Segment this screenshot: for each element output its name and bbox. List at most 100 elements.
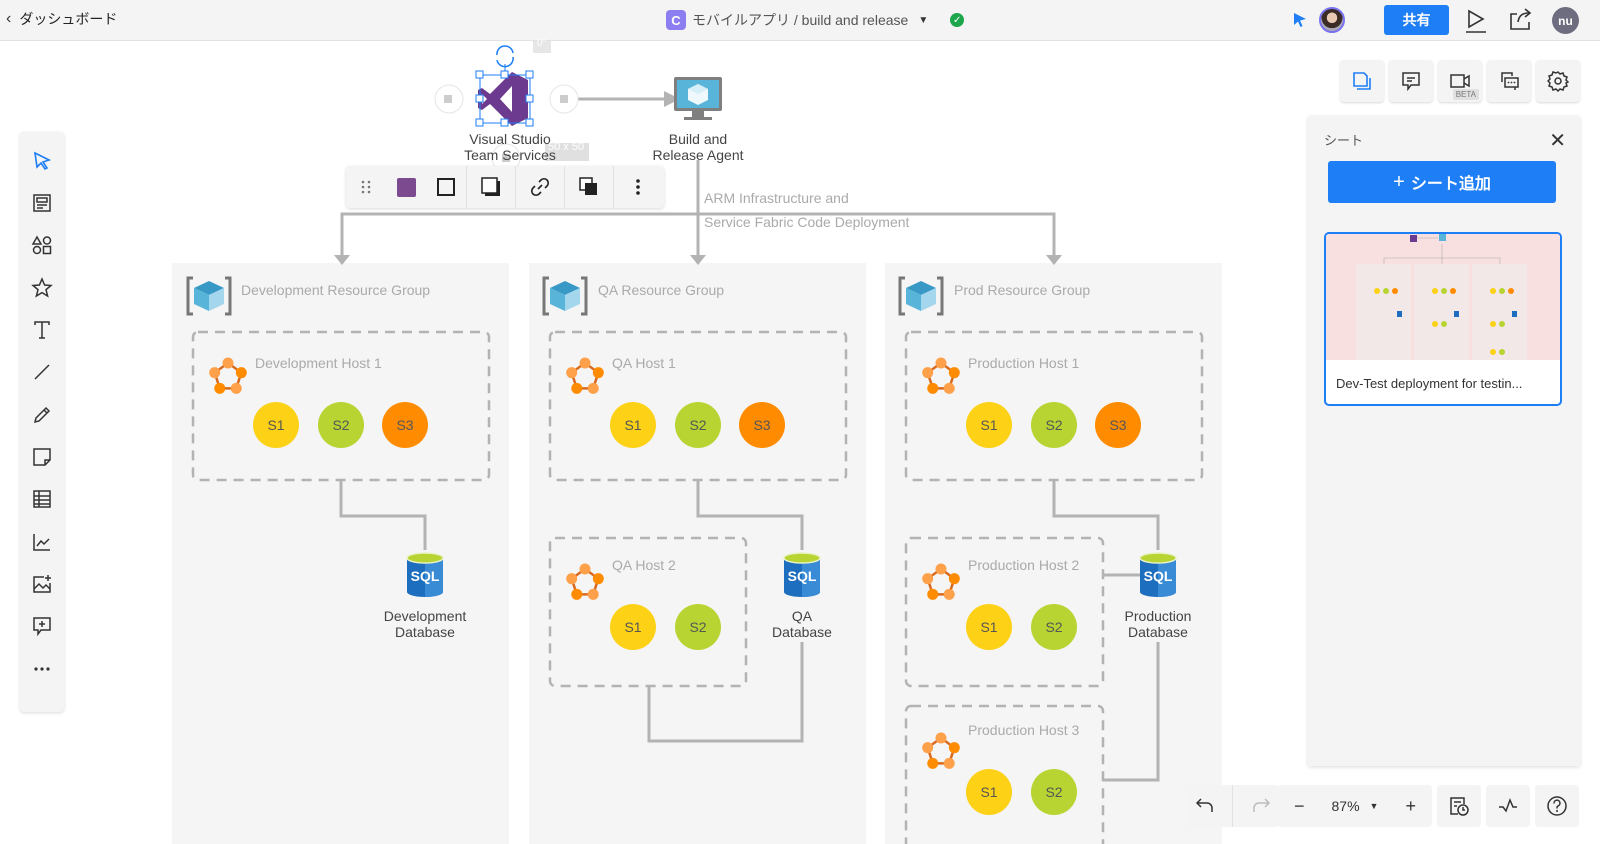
toolbar-divider [466,166,467,208]
arrange-icon [579,177,597,195]
image-add-icon [33,575,51,593]
rotation-label: 0° [537,38,547,49]
service-node[interactable]: S1 [253,402,299,448]
chart-icon [33,534,50,551]
zoom-in-button[interactable]: + [1405,795,1416,816]
size-label: 50 x 50 [548,141,585,153]
top-bar: ‹ ダッシュボード C モバイルアプリ / build and release … [0,0,1600,41]
arrange-button[interactable] [565,166,613,208]
add-sheet-button[interactable]: + シート追加 [1328,161,1556,203]
select-tool[interactable] [30,149,54,173]
arm-label-line1: ARM Infrastructure and [704,190,849,206]
more-tools[interactable] [30,657,54,681]
template-tool[interactable] [30,191,54,215]
shadow-square-icon [481,177,500,196]
service-node[interactable]: S1 [610,604,656,650]
fill-color-swatch [396,177,416,197]
plus-icon: + [1393,170,1405,193]
link-button[interactable] [516,166,564,208]
favorites-tool[interactable] [30,276,54,300]
text-tool[interactable] [30,318,54,342]
sticky-note-tool[interactable] [30,445,54,469]
service-node[interactable]: S2 [675,402,721,448]
activity-icon [1499,797,1517,813]
group-title: Prod Resource Group [954,282,1091,298]
db-label: Production Database [1124,608,1192,640]
more-options-button[interactable] [614,166,662,208]
export-icon [1510,8,1532,30]
help-button[interactable] [1535,785,1579,827]
shadow-button[interactable] [467,166,515,208]
service-node[interactable]: S1 [610,402,656,448]
user-avatar[interactable]: nu [1552,7,1579,34]
gear-icon [1547,71,1569,92]
line-tool[interactable] [30,360,54,384]
present-button[interactable] [1464,8,1488,34]
help-icon [1547,796,1567,816]
redo-icon [1253,797,1271,812]
table-tool[interactable] [30,487,54,511]
comments-icon [1402,72,1420,92]
vsts-label: Visual Studio Team Services [464,131,556,163]
comment-tool[interactable] [30,614,54,638]
connectors [339,97,1160,782]
drag-handle[interactable] [346,166,386,208]
pen-tool[interactable] [30,403,54,427]
arm-label-line2: Service Fabric Code Deployment [704,214,910,230]
service-fabric-icon [922,563,960,600]
shapes-icon [31,235,52,255]
sheets-icon [1353,72,1371,90]
collaborator-avatar[interactable] [1319,7,1345,33]
service-node[interactable]: S3 [382,402,428,448]
version-history-button[interactable] [1437,785,1481,827]
chart-tool[interactable] [30,530,54,554]
activity-button[interactable] [1486,785,1530,827]
sql-database-icon: SQL [1139,552,1177,597]
service-node[interactable]: S3 [1095,402,1141,448]
saved-status-icon: ✓ [950,13,965,27]
sql-badge: SQL [1144,568,1173,584]
shapes-tool[interactable] [30,233,54,257]
service-node[interactable]: S1 [966,402,1012,448]
service-node[interactable]: S2 [675,604,721,650]
close-icon[interactable]: ✕ [1549,130,1566,152]
redo-button[interactable] [1251,796,1271,817]
sheet-card[interactable]: Dev-Test deployment for testin... [1324,232,1562,406]
border-style-button[interactable] [426,166,466,208]
service-node[interactable]: S2 [318,402,364,448]
share-button[interactable]: 共有 [1384,5,1449,35]
export-button[interactable] [1508,6,1534,32]
back-to-dashboard-link[interactable]: ‹ ダッシュボード [6,9,117,29]
chat-tab[interactable] [1487,60,1531,102]
arrowheads [334,91,1062,265]
image-tool[interactable] [30,572,54,596]
border-square-icon [437,178,455,196]
service-node[interactable]: S1 [966,604,1012,650]
fill-color-button[interactable] [386,166,426,208]
undo-button[interactable] [1195,796,1215,817]
caret-down-icon: ▼ [1369,801,1379,811]
document-title-menu[interactable]: C モバイルアプリ / build and release ▼ ✓ [666,10,965,30]
service-node[interactable]: S1 [966,769,1012,815]
video-tab[interactable]: BETA [1438,60,1482,102]
comments-tab[interactable] [1389,60,1433,102]
settings-tab[interactable] [1536,60,1580,102]
host-title: QA Host 2 [612,557,676,573]
link-icon [530,177,550,197]
zoom-level: 87% [1331,798,1360,814]
service-node[interactable]: S2 [1031,769,1077,815]
zoom-out-button[interactable]: − [1294,795,1305,816]
service-node[interactable]: S2 [1031,402,1077,448]
sheets-tab[interactable] [1340,60,1384,102]
host-title: QA Host 1 [612,355,676,371]
more-vertical-icon [636,179,640,195]
host-title: Production Host 3 [968,722,1080,738]
sheet-thumbnail [1326,234,1560,374]
left-toolbar [20,132,64,712]
db-label: QA Database [772,608,832,640]
zoom-level-dropdown[interactable]: 87% ▼ [1332,798,1379,814]
service-node[interactable]: S2 [1031,604,1077,650]
back-label: ダッシュボード [19,11,118,27]
service-node[interactable]: S3 [739,402,785,448]
